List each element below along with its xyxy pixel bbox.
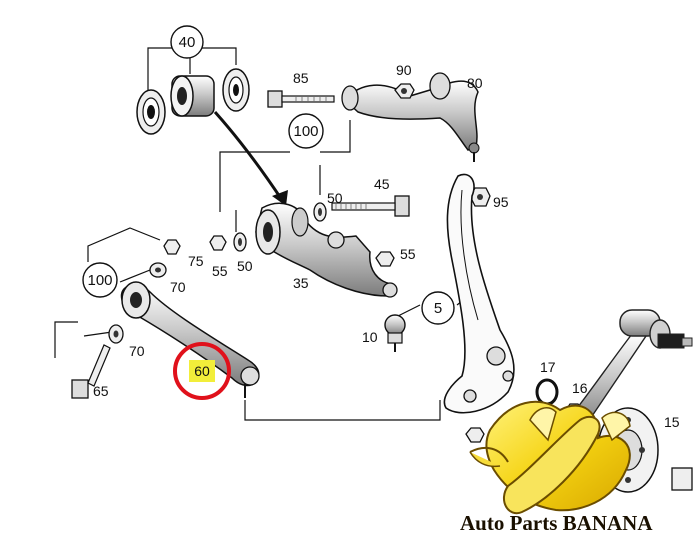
part-label-80: 80 xyxy=(467,75,483,91)
watermark-brand-text: Auto Parts BANANA xyxy=(460,511,653,535)
part-label-50-lower: 50 xyxy=(237,258,253,274)
part-callout-40 xyxy=(170,25,204,59)
part-number-labels: 40 100 100 5 85 90 80 45 50 95 75 55 50 … xyxy=(82,25,680,430)
part-label-60: 60 xyxy=(194,363,210,379)
part-callout-100-left xyxy=(82,262,118,298)
bolt-85 xyxy=(267,90,335,108)
part-label-10: 10 xyxy=(362,329,378,345)
part-label-5: 5 xyxy=(434,300,442,317)
part-label-100-top: 100 xyxy=(293,123,318,140)
o-ring-17 xyxy=(535,378,559,406)
highlight-part-60 xyxy=(173,342,231,400)
steering-knuckle-5 xyxy=(443,173,515,443)
part-label-16: 16 xyxy=(572,380,588,396)
part-label-17: 17 xyxy=(540,359,556,375)
part-label-40: 40 xyxy=(179,34,196,51)
part-label-50-upper: 50 xyxy=(327,190,343,206)
bolt-65 xyxy=(71,344,111,399)
part-label-45: 45 xyxy=(374,176,390,192)
part-label-95: 95 xyxy=(493,194,509,210)
part-label-90: 90 xyxy=(396,62,412,78)
ball-joint-10 xyxy=(384,314,406,352)
part-label-15: 15 xyxy=(664,414,680,430)
upper-control-arm-80 xyxy=(341,72,480,162)
part-label-65: 65 xyxy=(93,383,109,399)
banana-icon xyxy=(469,309,693,515)
part-callout-5 xyxy=(421,291,455,325)
bushing-set-40 xyxy=(136,68,250,135)
part-label-55-right: 55 xyxy=(400,246,416,262)
part-label-100-left: 100 xyxy=(87,272,112,289)
part-label-85: 85 xyxy=(293,70,309,86)
part-label-70-upper: 70 xyxy=(170,279,186,295)
part-label-75: 75 xyxy=(188,253,204,269)
part-label-70-lower: 70 xyxy=(129,343,145,359)
part-label-55-left: 55 xyxy=(212,263,228,279)
control-arm-60 xyxy=(120,281,260,398)
bolt-45 xyxy=(331,195,410,217)
part-label-35: 35 xyxy=(293,275,309,291)
lower-control-arm-35 xyxy=(255,202,398,298)
part-callout-100-top xyxy=(288,113,324,149)
